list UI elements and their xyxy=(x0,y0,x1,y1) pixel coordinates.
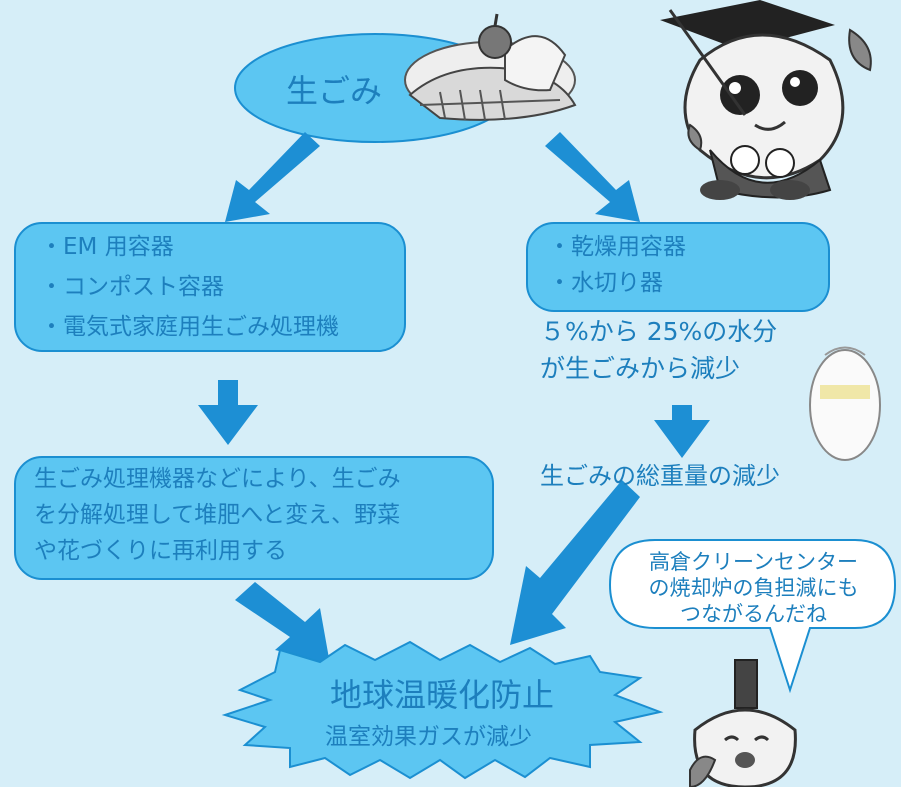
arrow-right-down xyxy=(654,405,710,458)
flow-arrows xyxy=(198,132,710,664)
left-item-electric: ・電気式家庭用生ごみ処理機 xyxy=(40,314,339,340)
arrow-left-down xyxy=(198,380,258,445)
left-item-em: ・EM 用容器 xyxy=(40,234,174,260)
right-item-drying: ・乾燥用容器 xyxy=(548,234,686,260)
speech-bubble xyxy=(608,539,897,694)
speech-bubble-line-1: 高倉クリーンセンター xyxy=(649,550,858,574)
mesh-bag-icon xyxy=(809,346,881,461)
top-ellipse-label: 生ごみ xyxy=(286,72,383,110)
arrow-top-left xyxy=(225,132,320,222)
goal-starburst xyxy=(221,640,664,780)
food-waste-icon xyxy=(404,13,577,121)
left-result-line-1: 生ごみ処理機器などにより、生ごみ xyxy=(34,466,401,492)
left-result-box xyxy=(14,456,494,580)
goal-title: 地球温暖化防止 xyxy=(330,676,555,714)
arrow-top-right xyxy=(545,132,640,222)
arrow-bottom-left xyxy=(235,582,330,664)
right-note-line-2: が生ごみから減少 xyxy=(540,354,741,383)
left-result-line-3: や花づくりに再利用する xyxy=(34,538,287,564)
speech-bubble-line-3: つながるんだね xyxy=(680,602,827,626)
mascot-professor-icon xyxy=(660,0,872,200)
right-items-box xyxy=(526,222,830,312)
right-item-drainer: ・水切り器 xyxy=(548,270,663,296)
mascot-samurai-icon xyxy=(689,659,797,787)
left-items-box xyxy=(14,222,406,352)
speech-bubble-line-2: の焼却炉の負担減にも xyxy=(648,576,859,600)
right-result-label: 生ごみの総重量の減少 xyxy=(540,462,780,490)
right-note-line-1: ５%から 25%の水分 xyxy=(540,317,778,346)
left-item-compost: ・コンポスト容器 xyxy=(40,274,224,300)
goal-subtitle: 温室効果ガスが減少 xyxy=(325,724,532,750)
left-result-line-2: を分解処理して堆肥へと変え、野菜 xyxy=(34,502,401,528)
arrow-bottom-right xyxy=(510,480,640,645)
